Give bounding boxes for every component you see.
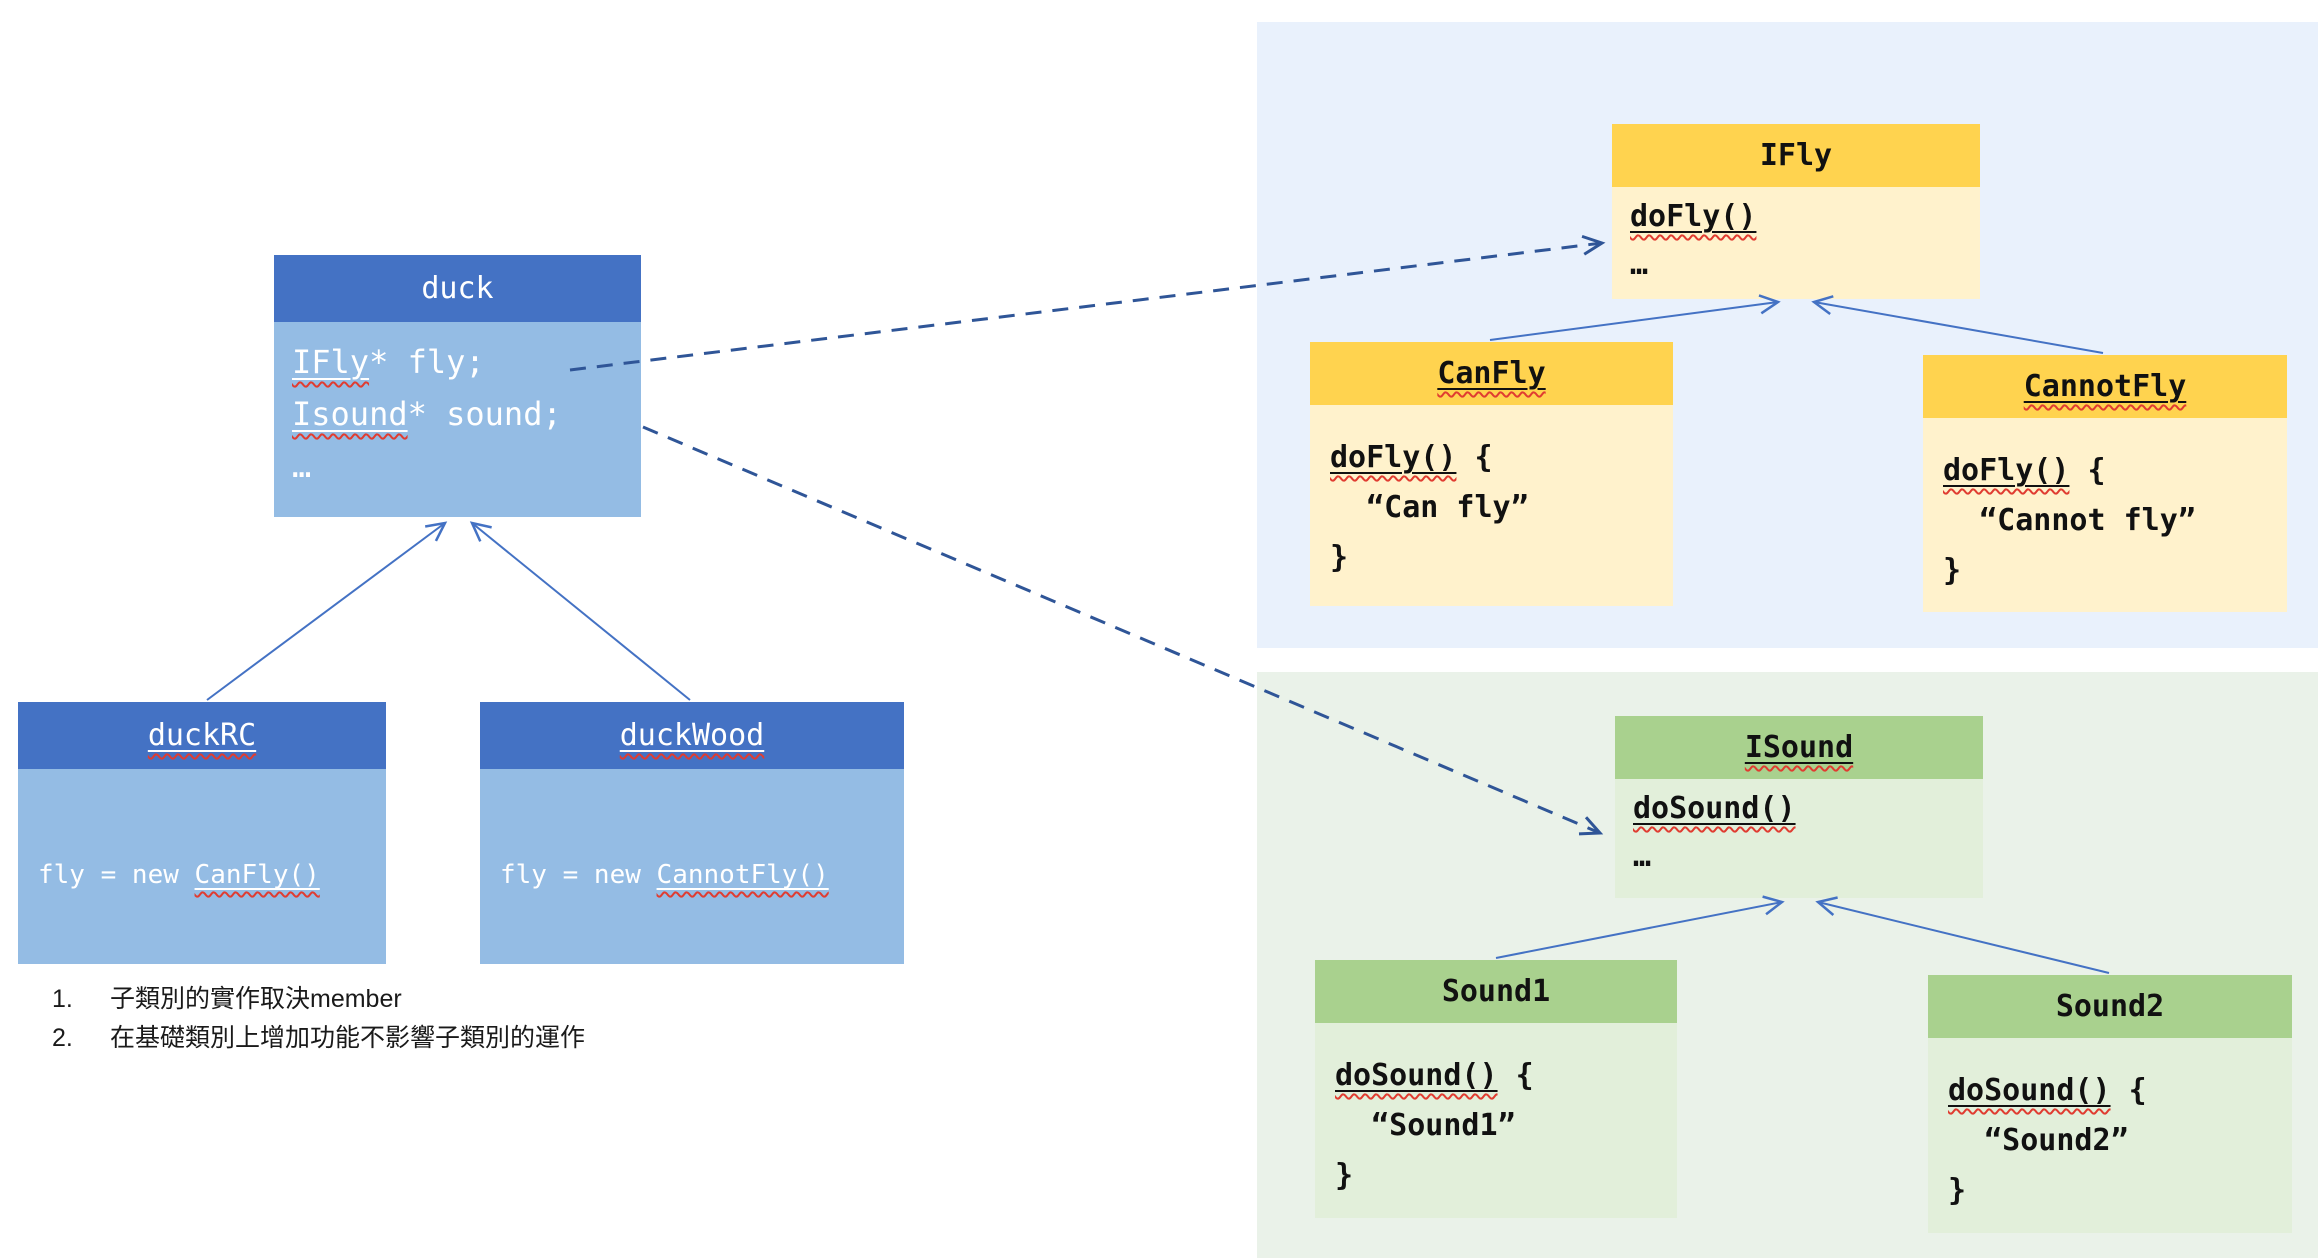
class-title-canfly: CanFly (1310, 342, 1673, 405)
code-line: doFly() (1630, 199, 1757, 234)
code-line: “Sound2” (1948, 1123, 2129, 1158)
class-body-sound1: doSound() { “Sound1”} (1315, 1023, 1677, 1218)
inheritance-arrow-duckrc-duck (206, 521, 448, 701)
code-line: } (1943, 553, 1962, 588)
class-box-isound: ISound doSound() … (1615, 716, 1983, 898)
code-line: … (1633, 839, 1652, 874)
class-body-isound: doSound() … (1615, 779, 1983, 898)
code-line: } (1335, 1158, 1354, 1193)
class-title-sound1: Sound1 (1315, 960, 1677, 1023)
note-text: 在基礎類別上增加功能不影響子類別的運作 (110, 1024, 586, 1052)
code-line: “Cannot fly” (1943, 503, 2196, 538)
code-line: } (1948, 1173, 1967, 1208)
note-number: 1. (52, 985, 73, 1013)
note-item: 2. 在基礎類別上增加功能不影響子類別的運作 (52, 1019, 585, 1058)
code-line: … (292, 447, 312, 485)
class-box-duck: duck IFly* fly; Isound* sound; … (274, 255, 641, 517)
class-box-duckrc: duckRC fly = new CanFly() (18, 702, 386, 964)
code-line: doSound() (1633, 791, 1796, 826)
class-box-sound1: Sound1 doSound() { “Sound1”} (1315, 960, 1677, 1218)
code-line: doSound() { (1948, 1073, 2147, 1108)
inheritance-arrow-duckwood-duck (469, 521, 691, 701)
notes-list: 1. 子類別的實作取決member 2. 在基礎類別上增加功能不影響子類別的運作 (52, 980, 585, 1058)
class-box-duckwood: duckWood fly = new CannotFly() (480, 702, 904, 964)
class-title-isound: ISound (1615, 716, 1983, 779)
class-box-canfly: CanFly doFly() { “Can fly”} (1310, 342, 1673, 606)
class-body-ifly: doFly() … (1612, 187, 1980, 299)
note-number: 2. (52, 1024, 73, 1052)
class-title-sound2: Sound2 (1928, 975, 2292, 1038)
code-line: fly = new CanFly() (38, 860, 320, 890)
class-body-cannotfly: doFly() { “Cannot fly”} (1923, 418, 2287, 612)
class-body-canfly: doFly() { “Can fly”} (1310, 405, 1673, 606)
class-box-sound2: Sound2 doSound() { “Sound2”} (1928, 975, 2292, 1233)
code-line: … (1630, 247, 1649, 282)
class-title-duckrc: duckRC (18, 702, 386, 769)
class-title-ifly: IFly (1612, 124, 1980, 187)
code-line: doSound() { (1335, 1058, 1534, 1093)
code-line: Isound* sound; (292, 395, 562, 433)
class-body-duckwood: fly = new CannotFly() (480, 769, 904, 964)
code-line: doFly() { (1330, 440, 1493, 475)
note-item: 1. 子類別的實作取決member (52, 980, 585, 1019)
class-title-cannotfly: CannotFly (1923, 355, 2287, 418)
code-line: fly = new CannotFly() (500, 860, 829, 890)
class-body-sound2: doSound() { “Sound2”} (1928, 1038, 2292, 1233)
code-line: “Sound1” (1335, 1108, 1516, 1143)
code-line: IFly* fly; (292, 343, 485, 381)
class-box-cannotfly: CannotFly doFly() { “Cannot fly”} (1923, 355, 2287, 612)
class-title-duck: duck (274, 255, 641, 322)
class-title-duckwood: duckWood (480, 702, 904, 769)
code-line: doFly() { (1943, 453, 2106, 488)
note-text: 子類別的實作取決member (110, 985, 402, 1013)
class-body-duckrc: fly = new CanFly() (18, 769, 386, 964)
class-body-duck: IFly* fly; Isound* sound; … (274, 322, 641, 517)
code-line: } (1330, 540, 1349, 575)
class-box-ifly: IFly doFly() … (1612, 124, 1980, 299)
code-line: “Can fly” (1330, 490, 1529, 525)
